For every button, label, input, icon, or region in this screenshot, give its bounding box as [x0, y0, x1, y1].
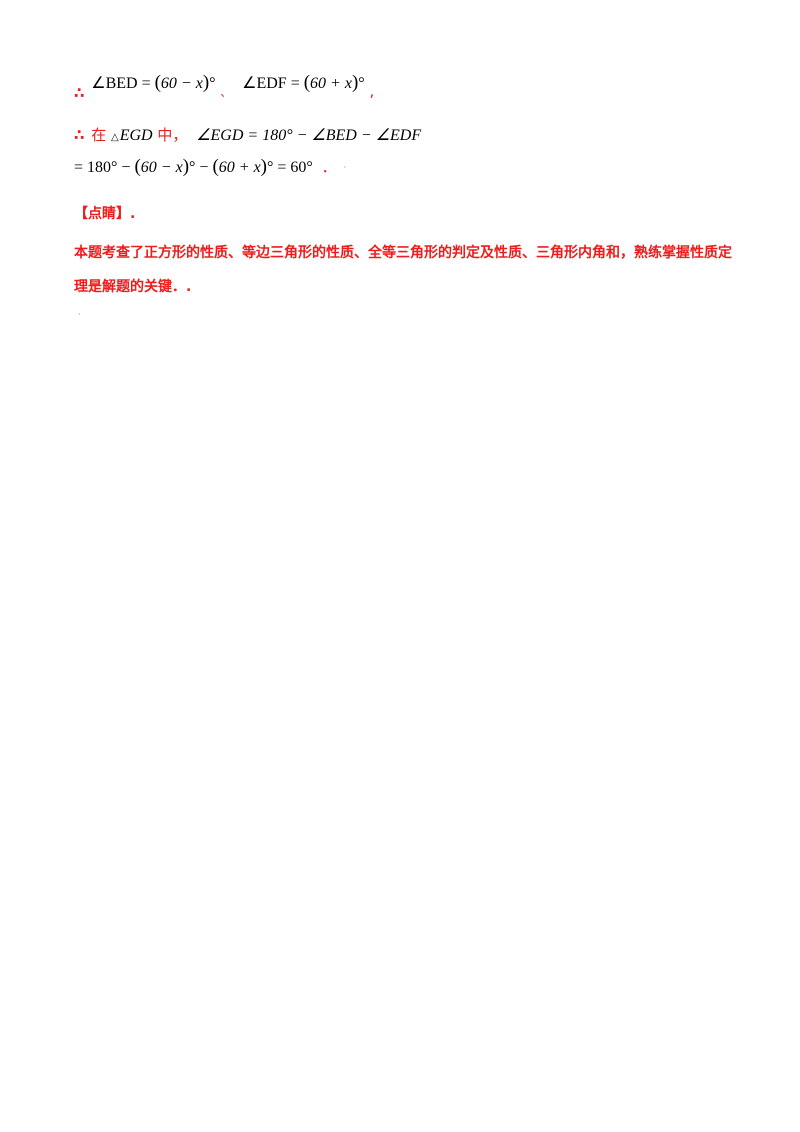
solution-line-3: = 180° − (60 − x)° − (60 + x)° = 60° ． ·	[74, 156, 347, 178]
angle-egd-expression: ∠EGD = 180° − ∠BED − ∠EDF	[196, 127, 422, 144]
stray-mark: ·	[78, 310, 81, 320]
line-end-period: ．	[321, 158, 337, 176]
zai-text: 在	[91, 126, 107, 144]
result-expression: = 180° − (60 − x)° − (60 + x)° = 60°	[74, 156, 313, 177]
line-end-comma: ,	[369, 82, 375, 100]
separator: 、	[220, 86, 232, 99]
therefore-symbol: ∴	[74, 84, 85, 102]
triangle-egd: △EGD	[111, 127, 153, 144]
angle-bed-expression: ∠BED = (60 − x)°	[91, 72, 216, 93]
stray-mark: ·	[78, 288, 81, 298]
zhong-text: 中，	[157, 126, 188, 144]
comment-heading: 【点睛】.	[74, 206, 136, 222]
comment-paragraph: 本题考查了正方形的性质、等边三角形的性质、全等三角形的判定及性质、三角形内角和，…	[74, 245, 732, 295]
stray-mark: ·	[343, 163, 347, 173]
solution-line-1: ∴ ∠BED = (60 − x)° 、 ∠EDF = (60 + x)° ,	[74, 72, 374, 102]
angle-edf-expression: ∠EDF = (60 + x)°	[242, 72, 365, 93]
therefore-symbol: ∴	[74, 126, 85, 144]
solution-line-2: ∴ 在 △EGD 中， ∠EGD = 180° − ∠BED − ∠EDF	[74, 124, 421, 145]
